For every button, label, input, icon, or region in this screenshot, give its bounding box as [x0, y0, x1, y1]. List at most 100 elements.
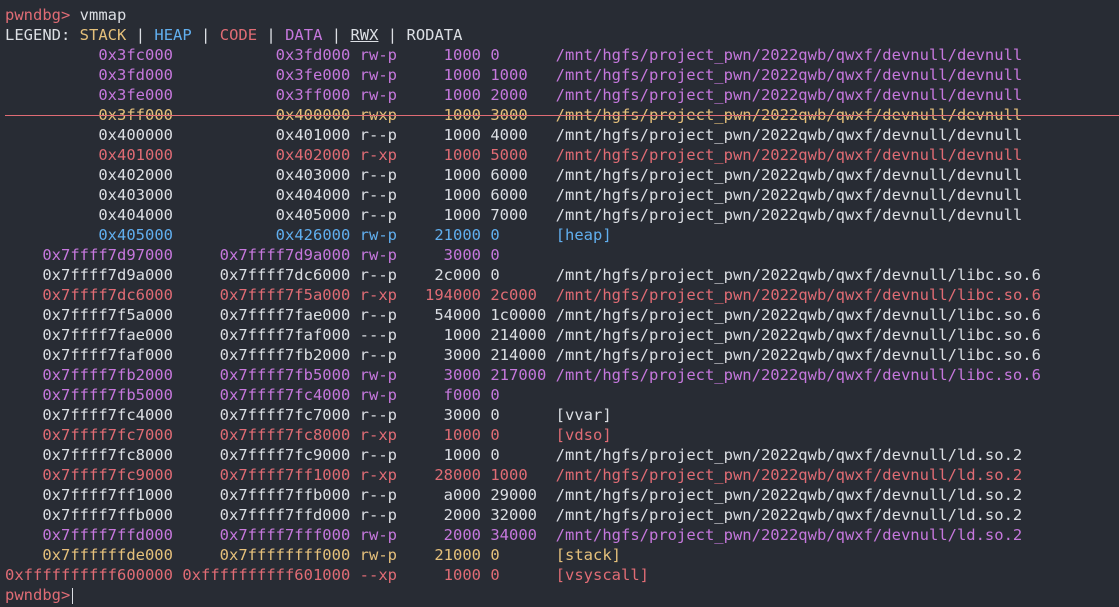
map-path: /mnt/hgfs/project_pwn/2022qwb/qwxf/devnu… [555, 266, 1041, 284]
map-perm: rw-p [359, 86, 397, 104]
map-perm: r-xp [359, 426, 397, 444]
map-end: 0xffffffffff601000 [182, 566, 351, 584]
map-start: 0x403000 [98, 186, 173, 204]
map-row: 0x7ffff7dc6000 0x7ffff7f5a000 r-xp 19400… [5, 285, 1119, 305]
map-perm: r--p [359, 186, 397, 204]
map-start: 0x7ffff7d9a000 [42, 266, 173, 284]
text-cursor [72, 587, 74, 604]
map-start: 0x404000 [98, 206, 173, 224]
map-perm: r--p [359, 346, 397, 364]
map-size: 1000 [443, 326, 481, 344]
map-start: 0x3fe000 [98, 86, 173, 104]
map-size: 1000 [443, 446, 481, 464]
vmmap-table: 0x3fc000 0x3fd000 rw-p 1000 0 /mnt/hgfs/… [5, 45, 1119, 585]
prompt-line[interactable]: pwndbg> [5, 585, 1119, 605]
map-perm: r-xp [359, 286, 397, 304]
map-perm: --xp [359, 566, 397, 584]
map-row: 0x7ffff7d97000 0x7ffff7d9a000 rw-p 3000 … [5, 245, 1119, 265]
legend-label: LEGEND: [5, 26, 71, 44]
map-perm: r--p [359, 206, 397, 224]
map-offset: 2000 [490, 86, 528, 104]
map-size: 3000 [443, 406, 481, 424]
map-path: /mnt/hgfs/project_pwn/2022qwb/qwxf/devnu… [555, 486, 1023, 504]
map-row: 0x7ffffffde000 0x7ffffffff000 rw-p 21000… [5, 545, 1119, 565]
legend-stack: STACK [79, 26, 127, 44]
map-end: 0x7ffff7fff000 [219, 526, 351, 544]
map-path: /mnt/hgfs/project_pwn/2022qwb/qwxf/devnu… [555, 326, 1041, 344]
map-start: 0x7ffff7fae000 [42, 326, 173, 344]
map-row: 0x7ffff7f5a000 0x7ffff7fae000 r--p 54000… [5, 305, 1119, 325]
map-perm: ---p [359, 326, 397, 344]
map-path: [vdso] [555, 426, 612, 444]
map-offset: 0 [490, 406, 500, 424]
map-start: 0x7ffff7fb2000 [42, 366, 173, 384]
map-row: 0x7ffff7faf000 0x7ffff7fb2000 r--p 3000 … [5, 345, 1119, 365]
map-perm: rw-p [359, 66, 397, 84]
map-path: /mnt/hgfs/project_pwn/2022qwb/qwxf/devnu… [555, 106, 1023, 124]
map-end: 0x7ffff7fc8000 [219, 426, 351, 444]
map-row: 0x7ffff7ffd000 0x7ffff7fff000 rw-p 2000 … [5, 525, 1119, 545]
map-row: 0x7ffff7ffb000 0x7ffff7ffd000 r--p 2000 … [5, 505, 1119, 525]
map-path: /mnt/hgfs/project_pwn/2022qwb/qwxf/devnu… [555, 66, 1023, 84]
legend-sep: | [266, 26, 276, 44]
map-offset: 0 [490, 446, 500, 464]
map-offset: 7000 [490, 206, 528, 224]
legend-rodata: RODATA [406, 26, 463, 44]
map-start: 0x7ffff7f5a000 [42, 306, 173, 324]
map-offset: 0 [490, 246, 500, 264]
legend-sep: | [201, 26, 211, 44]
map-path: /mnt/hgfs/project_pwn/2022qwb/qwxf/devnu… [555, 346, 1041, 364]
map-start: 0x401000 [98, 146, 173, 164]
map-row: 0x404000 0x405000 r--p 1000 7000 /mnt/hg… [5, 205, 1119, 225]
map-path: /mnt/hgfs/project_pwn/2022qwb/qwxf/devnu… [555, 146, 1023, 164]
map-row: 0x7ffff7ff1000 0x7ffff7ffb000 r--p a000 … [5, 485, 1119, 505]
map-end: 0x401000 [275, 126, 351, 144]
map-offset: 32000 [490, 506, 537, 524]
map-row: 0x7ffff7fb5000 0x7ffff7fc4000 rw-p f000 … [5, 385, 1119, 405]
map-size: 21000 [434, 546, 481, 564]
map-path: [heap] [555, 226, 612, 244]
map-perm: r--p [359, 446, 397, 464]
map-row: 0xffffffffff600000 0xffffffffff601000 --… [5, 565, 1119, 585]
map-row: 0x7ffff7fb2000 0x7ffff7fb5000 rw-p 3000 … [5, 365, 1119, 385]
legend-rwx: RWX [350, 26, 379, 44]
map-end: 0x7ffff7faf000 [219, 326, 351, 344]
map-perm: r--p [359, 126, 397, 144]
map-offset: 0 [490, 46, 500, 64]
map-offset: 5000 [490, 146, 528, 164]
map-size: 1000 [443, 126, 481, 144]
map-offset: 217000 [490, 366, 547, 384]
map-size: 1000 [443, 186, 481, 204]
prompt: pwndbg> [5, 6, 71, 24]
map-start: 0x7ffff7fc9000 [42, 466, 173, 484]
map-start: 0x7ffff7fc4000 [42, 406, 173, 424]
map-start: 0x7ffff7ffd000 [42, 526, 173, 544]
map-size: 2000 [443, 526, 481, 544]
map-path: /mnt/hgfs/project_pwn/2022qwb/qwxf/devnu… [555, 446, 1023, 464]
map-perm: r--p [359, 166, 397, 184]
map-perm: rw-p [359, 366, 397, 384]
map-perm: r--p [359, 406, 397, 424]
map-start: 0xffffffffff600000 [5, 566, 173, 584]
map-perm: rwxp [359, 106, 397, 124]
legend-sep: | [331, 26, 342, 44]
map-size: 1000 [443, 86, 481, 104]
map-end: 0x7ffff7fc7000 [219, 406, 351, 424]
map-end: 0x426000 [275, 226, 351, 244]
map-size: 3000 [443, 366, 481, 384]
map-size: a000 [443, 486, 481, 504]
map-size: 1000 [443, 206, 481, 224]
map-end: 0x7ffff7ffb000 [219, 486, 351, 504]
map-perm: r--p [359, 266, 397, 284]
map-end: 0x402000 [275, 146, 351, 164]
map-offset: 0 [490, 226, 500, 244]
legend-sep: | [387, 26, 398, 44]
map-size: 2000 [443, 506, 481, 524]
map-perm: rw-p [359, 546, 397, 564]
map-offset: 1c0000 [490, 306, 547, 324]
map-end: 0x7ffff7ffd000 [219, 506, 351, 524]
map-size: 1000 [443, 66, 481, 84]
map-offset: 4000 [490, 126, 528, 144]
map-start: 0x3ff000 [98, 106, 173, 124]
